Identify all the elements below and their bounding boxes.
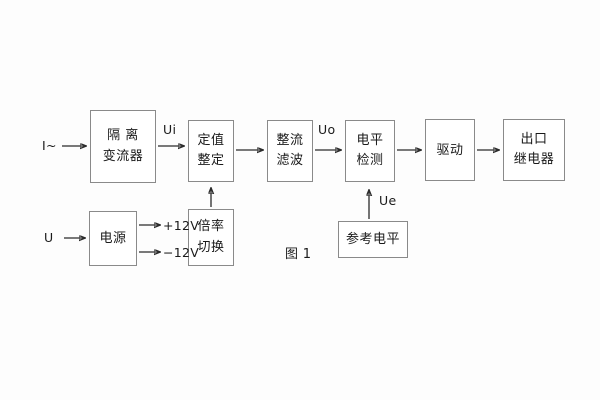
block-setting-value-line-1: 定值 [197, 132, 225, 148]
block-power-supply[interactable]: 电源 [89, 211, 137, 266]
block-ratio-switch-line-2: 切换 [197, 239, 225, 255]
block-reference-level[interactable]: 参考电平 [338, 221, 408, 258]
input-label-voltage: U [44, 230, 54, 245]
block-ratio-switch[interactable]: 倍率 切换 [188, 209, 234, 266]
block-isolation-transformer-line-1: 隔 离 [107, 128, 139, 144]
block-level-detect[interactable]: 电平 检测 [345, 120, 395, 182]
signal-label-uo: Uo [318, 122, 336, 137]
signal-label-plus-12v: +12V [163, 218, 200, 233]
block-output-relay-line-2: 继电器 [513, 152, 555, 167]
block-setting-value-line-2: 整定 [197, 153, 225, 168]
block-ratio-switch-line-1: 倍率 [197, 219, 225, 235]
block-output-relay-line-1: 出口 [520, 131, 548, 147]
block-drive-line-1: 驱动 [436, 142, 464, 158]
signal-label-ue: Ue [379, 193, 397, 208]
block-level-detect-line-1: 电平 [356, 132, 384, 148]
block-rectify-filter-line-1: 整流 [276, 132, 304, 148]
figure-caption: 图 1 [285, 247, 312, 262]
block-drive[interactable]: 驱动 [425, 119, 475, 181]
block-level-detect-line-2: 检测 [356, 153, 384, 168]
block-reference-level-line-1: 参考电平 [345, 232, 400, 247]
signal-label-minus-12v: −12V [163, 245, 200, 260]
block-output-relay[interactable]: 出口 继电器 [503, 119, 565, 181]
block-power-supply-line-1: 电源 [99, 231, 127, 246]
block-rectify-filter-line-2: 滤波 [276, 153, 304, 168]
block-isolation-transformer[interactable]: 隔 离 变流器 [90, 110, 156, 183]
input-label-current: I~ [42, 138, 57, 153]
block-setting-value[interactable]: 定值 整定 [188, 120, 234, 182]
block-isolation-transformer-line-2: 变流器 [102, 148, 144, 164]
signal-label-ui: Ui [163, 122, 177, 137]
block-rectify-filter[interactable]: 整流 滤波 [267, 120, 313, 182]
